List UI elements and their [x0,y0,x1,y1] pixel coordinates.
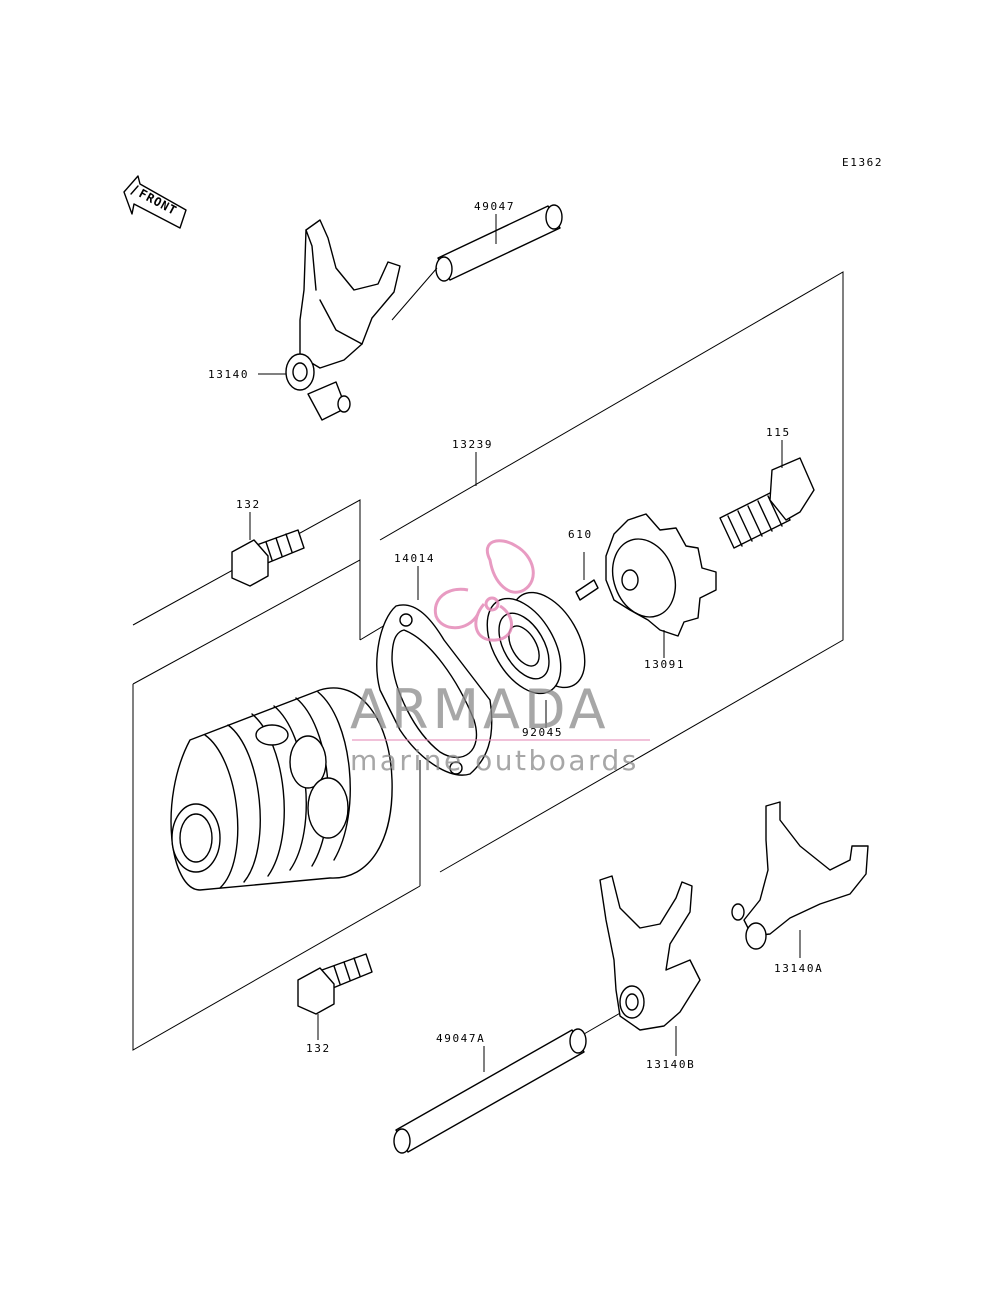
label-13140b: 13140B [646,1058,695,1071]
dowel-pin-610 [575,552,599,601]
label-13091: 13091 [644,658,685,671]
label-49047: 49047 [474,200,515,213]
label-92045: 92045 [522,726,563,739]
label-13140a: 13140A [774,962,823,975]
gasket-14014 [376,604,493,776]
shift-rod-49047 [391,204,563,321]
diagram-code: E1362 [842,156,883,169]
label-115: 115 [766,426,791,439]
bolt-132-lower [297,953,373,1040]
label-13239: 13239 [452,438,493,451]
shift-drum [170,687,393,891]
bolt-115 [719,440,815,549]
label-132-lower: 132 [306,1042,331,1055]
front-label: FRONT [137,186,180,218]
front-arrow-icon: FRONT [123,175,187,229]
watermark-logo-icon [433,539,535,642]
watermark-brand: ARMADA [350,678,610,741]
label-610: 610 [568,528,593,541]
shift-fork-13140b [599,875,701,1056]
label-49047a: 49047A [436,1032,485,1045]
label-132-upper: 132 [236,498,261,511]
armada-watermark: ARMADA marine outboards [350,539,650,777]
cam-plate-13091 [605,513,717,658]
shift-fork-13140a [731,801,869,958]
watermark-tagline: marine outboards [350,744,639,777]
bearing-92045 [486,591,586,728]
label-14014: 14014 [394,552,435,565]
bolt-132-upper [231,512,305,587]
label-13140: 13140 [208,368,249,381]
shift-rod-49047a [393,1011,623,1154]
shift-fork-13140 [285,219,401,421]
assembly-bracket [132,271,844,1051]
